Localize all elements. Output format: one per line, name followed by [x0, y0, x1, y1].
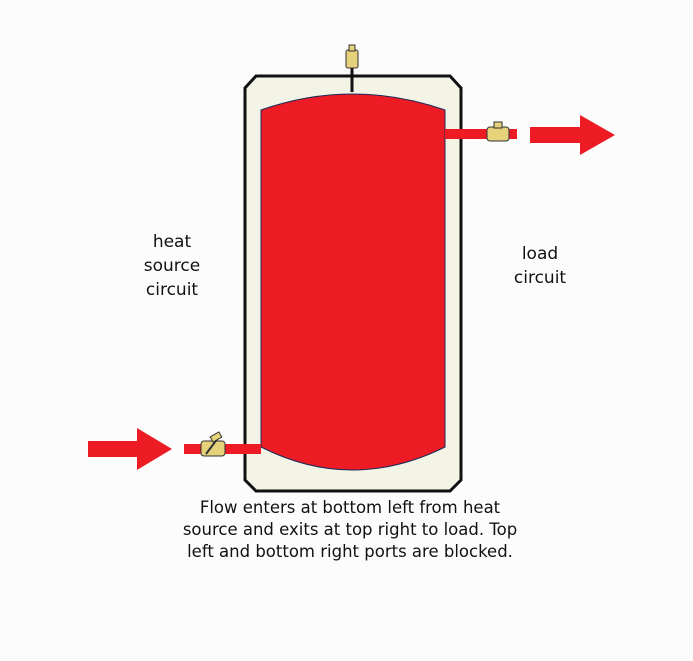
inlet-valve-icon [200, 431, 226, 457]
load-circuit-label: load circuit [490, 242, 590, 290]
label-line: source [143, 256, 201, 276]
outlet-arrow [530, 115, 615, 155]
heat-source-circuit-label: heat source circuit [122, 230, 222, 302]
outlet-valve-icon [486, 121, 510, 142]
label-line: heat [152, 232, 192, 252]
label-line: circuit [145, 280, 199, 300]
hot-water [260, 93, 446, 471]
inlet-arrow [88, 428, 172, 470]
label-line: circuit [513, 268, 567, 288]
label-line: load [521, 244, 559, 264]
outlet-pipe [445, 129, 517, 139]
caption: Flow enters at bottom left from heat sou… [120, 497, 580, 563]
air-vent-icon [345, 44, 359, 69]
caption-line: source and exits at top right to load. T… [182, 520, 518, 539]
caption-line: left and bottom right ports are blocked. [187, 542, 513, 561]
caption-line: Flow enters at bottom left from heat [199, 498, 501, 517]
